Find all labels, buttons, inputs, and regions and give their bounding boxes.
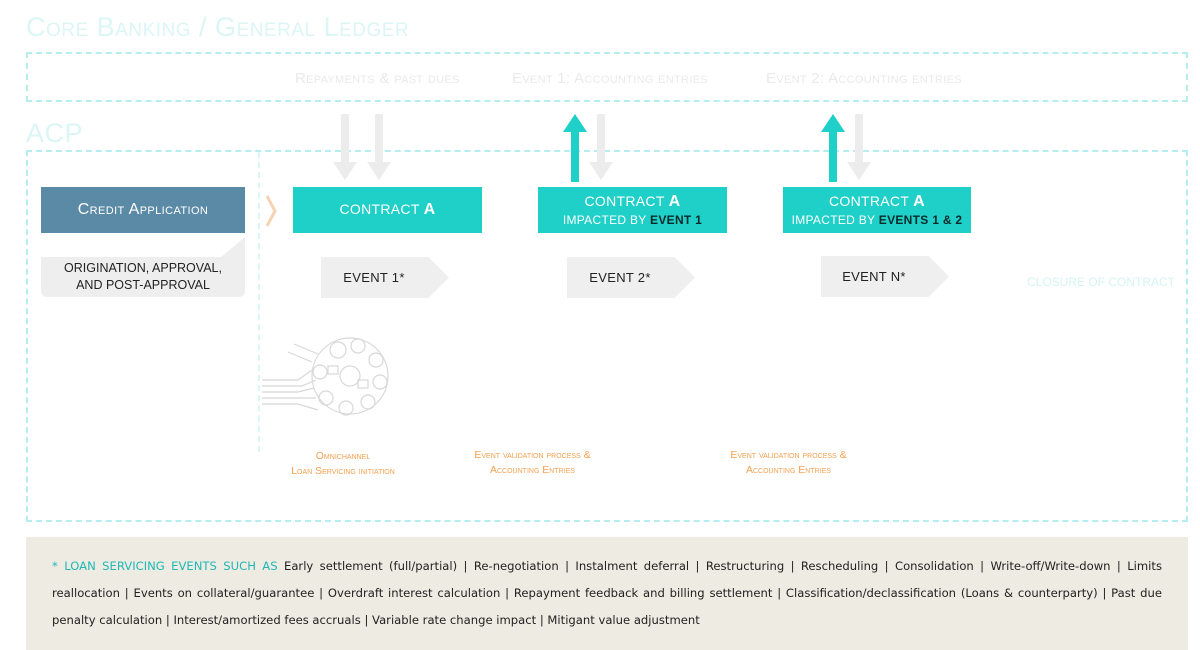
down-arrow-icon xyxy=(333,114,357,180)
credit-application-title: Credit Application xyxy=(77,201,209,218)
event-n-arrow: EVENT N* xyxy=(821,256,949,297)
down-arrow-icon xyxy=(847,114,871,180)
event-2-arrow: EVENT 2* xyxy=(567,257,695,298)
up-arrow-icon xyxy=(563,114,587,182)
contract-a-event1-line2: IMPACTED BY EVENT 1 xyxy=(562,213,703,227)
origination-box: ORIGINATION, APPROVAL, AND POST-APPROVAL xyxy=(41,257,245,297)
contract-a-events12-box: CONTRACT A IMPACTED BY EVENTS 1 & 2 xyxy=(783,187,971,233)
up-arrow-icon xyxy=(821,114,845,182)
omnichannel-note-line2: Loan Servicing initiation xyxy=(291,465,395,477)
validation-note-2: Event validation process & Accounting En… xyxy=(706,448,871,478)
acp-region xyxy=(26,150,1188,522)
acp-title: ACP xyxy=(26,118,84,148)
core-banking-band xyxy=(26,52,1188,102)
contract-a-event1-box: CONTRACT A IMPACTED BY EVENT 1 xyxy=(538,187,727,233)
loan-servicing-footnote: * LOAN SERVICING EVENTS SUCH AS Early se… xyxy=(26,537,1188,650)
contract-a-event1-line1: CONTRACT A xyxy=(584,193,681,210)
origination-line1: ORIGINATION, APPROVAL, xyxy=(64,261,222,275)
separator-line xyxy=(258,152,260,452)
contract-a-events12-line1: CONTRACT A xyxy=(829,193,925,210)
flow-arrows xyxy=(333,114,871,182)
down-arrow-icon xyxy=(589,114,613,180)
footnote-prefix: * LOAN SERVICING EVENTS SUCH AS xyxy=(52,559,278,573)
contract-a-events12-line2: IMPACTED BY EVENTS 1 & 2 xyxy=(791,213,963,227)
top-label-event1: Event 1: Accounting entries xyxy=(512,70,708,87)
credit-application-box: Credit Application xyxy=(41,187,245,233)
footnote-text: Early settlement (full/partial) | Re-neg… xyxy=(52,559,1162,627)
omnichannel-note-line1: Omnichannel xyxy=(315,450,371,462)
contract-a-label: CONTRACT A xyxy=(339,201,436,218)
validation-note-1-line2: Accounting Entries xyxy=(490,464,575,476)
validation-note-1: Event validation process & Accounting En… xyxy=(450,448,615,478)
top-label-event2: Event 2: Accounting entries xyxy=(766,70,962,87)
validation-note-1-line1: Event validation process & xyxy=(474,449,591,461)
top-label-repayments: Repayments & past dues xyxy=(295,70,460,87)
down-arrow-icon xyxy=(367,114,391,180)
core-banking-title: Core Banking / General Ledger xyxy=(26,12,410,42)
credit-tab-shape xyxy=(41,233,245,257)
chevron-right-icon xyxy=(265,195,277,227)
validation-note-2-line2: Accounting Entries xyxy=(746,464,831,476)
omnichannel-note: Omnichannel Loan Servicing initiation xyxy=(268,449,418,479)
validation-note-2-line1: Event validation process & xyxy=(730,449,847,461)
closure-label: CLOSURE OF CONTRACT xyxy=(1027,275,1176,289)
event-1-arrow: EVENT 1* xyxy=(321,257,449,298)
omnichannel-illustration-icon xyxy=(262,337,389,416)
origination-line2: AND POST-APPROVAL xyxy=(76,278,210,292)
contract-a-box: CONTRACT A xyxy=(293,187,482,233)
